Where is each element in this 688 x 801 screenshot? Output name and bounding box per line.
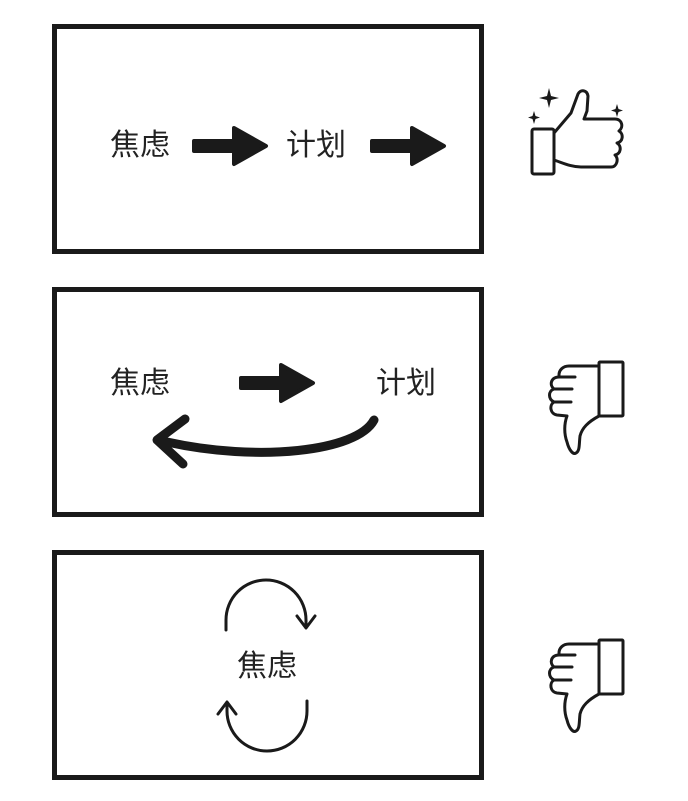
return-arrow-icon [152,414,379,469]
plan-label: 计划 [376,366,436,401]
anxiety-label: 焦虑 [237,649,297,684]
arrow-right-icon [192,126,268,166]
thumbs-down-icon [548,360,625,455]
thumbs-down-icon [548,638,625,733]
arrow-right-icon [239,363,315,403]
panel-return-loop: 焦虑 计划 [52,287,484,517]
anxiety-label: 焦虑 [110,366,170,401]
thumbs-up-sparkle-icon [528,88,624,176]
anxiety-label: 焦虑 [110,128,170,163]
loop-arrow-bottom-icon [216,699,309,753]
panel-self-loop: 焦虑 [52,550,484,780]
plan-label: 计划 [286,128,346,163]
arrow-right-icon [370,126,446,166]
panel-linear-flow: 焦虑 计划 [52,24,484,254]
loop-arrow-top-icon [224,578,317,632]
